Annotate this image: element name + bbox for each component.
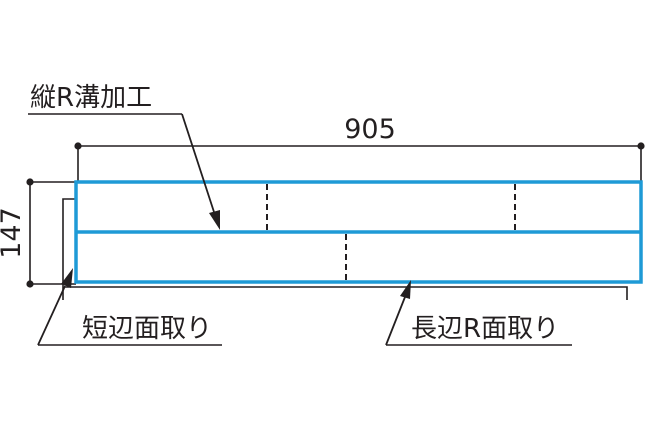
short-edge-chamfer-line (62, 198, 76, 300)
length-value: 905 (344, 114, 396, 145)
width-end-dot-bottom (26, 280, 34, 288)
callout-long-edge: 長辺R面取り (385, 280, 572, 346)
callout-long-edge-arrowhead (400, 280, 411, 299)
callout-short-edge-label: 短辺面取り (82, 314, 212, 344)
chamfer-indicators (62, 198, 628, 300)
callout-long-edge-label: 長辺R面取り (411, 314, 559, 344)
callout-vertical-groove-leader (181, 113, 215, 213)
width-value: 147 (0, 207, 27, 259)
board (74, 180, 643, 284)
long-edge-chamfer-line (64, 286, 628, 300)
callout-vertical-groove-arrowhead (209, 210, 220, 230)
callout-vertical-groove-label: 縦R溝加工 (30, 83, 152, 113)
callout-vertical-groove: 縦R溝加工 (28, 83, 220, 230)
length-end-dot-left (74, 142, 82, 150)
callout-long-edge-leader (385, 296, 406, 346)
grooves (266, 184, 516, 280)
length-end-dot-right (637, 142, 645, 150)
callout-short-edge: 短辺面取り (37, 268, 222, 346)
callout-short-edge-arrowhead (61, 268, 73, 288)
width-dimension: 147 (0, 178, 76, 288)
length-dimension: 905 (74, 114, 645, 181)
width-end-dot-top (26, 178, 34, 186)
callout-short-edge-leader (37, 285, 66, 346)
